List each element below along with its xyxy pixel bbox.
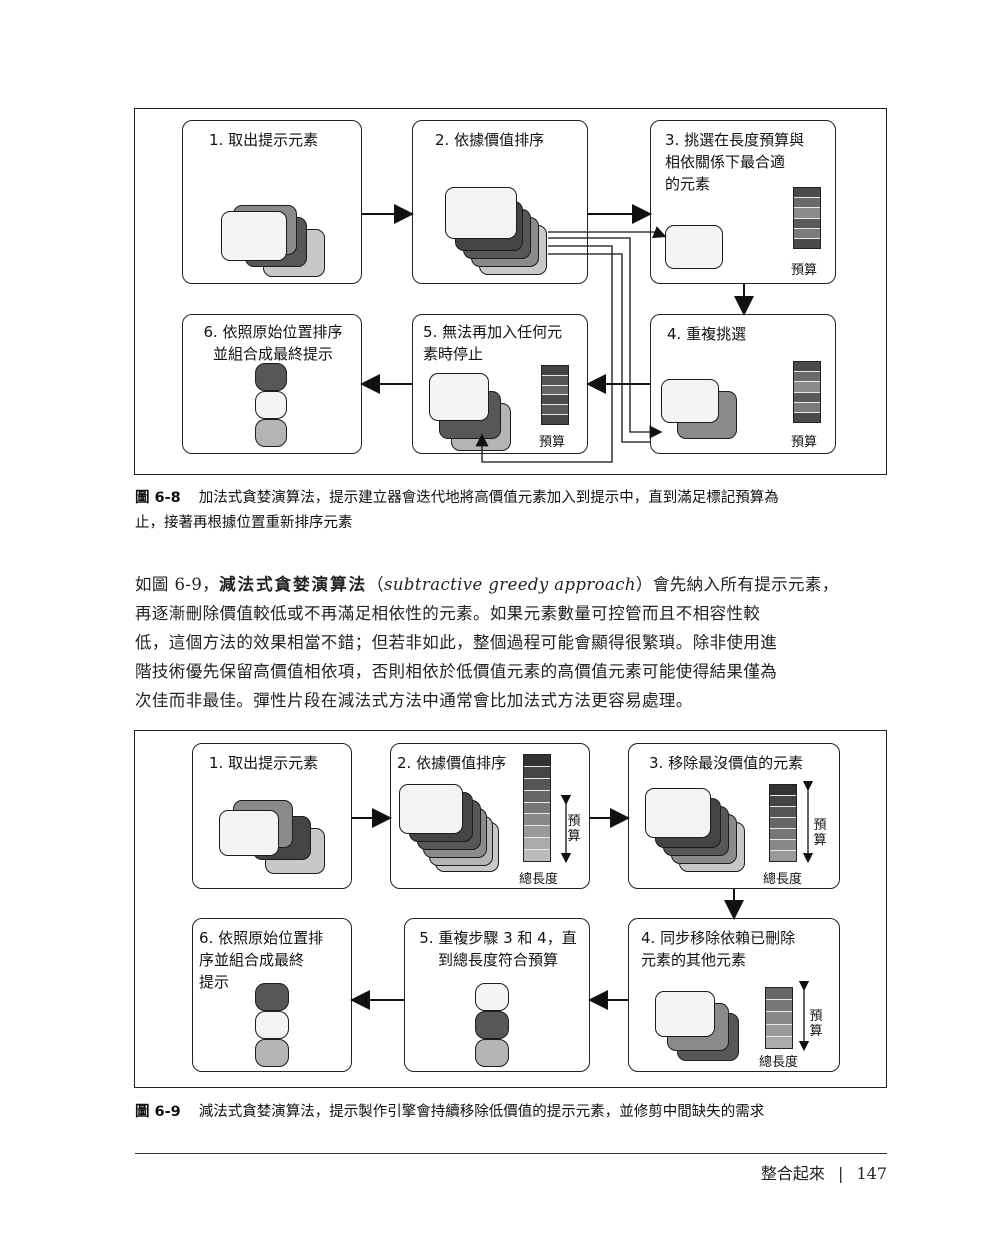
term: 減法式貪婪演算法 bbox=[219, 575, 368, 594]
english-term: subtractive greedy approach bbox=[384, 575, 636, 594]
budget-label: 預算 bbox=[791, 435, 818, 450]
card bbox=[475, 983, 509, 1011]
fig2-step1-title: 1. 取出提示元素 bbox=[209, 754, 319, 772]
fig2-step3-box: 3. 移除最沒價值的元素 預 算 總長度 bbox=[628, 743, 840, 889]
fig1-caption-line2: 止，接著再根據位置重新排序元素 bbox=[135, 515, 353, 531]
card bbox=[429, 373, 489, 421]
card bbox=[399, 784, 463, 834]
card bbox=[475, 1039, 509, 1067]
fig1-step5-title: 5. 無法再加入任何元 素時停止 bbox=[423, 323, 563, 363]
budget-vertical-label: 預 算 bbox=[809, 1009, 823, 1039]
fig1-step2-title: 2. 依據價值排序 bbox=[435, 131, 545, 149]
page-number: 147 bbox=[856, 1164, 887, 1183]
total-length-label: 總長度 bbox=[519, 872, 559, 887]
budget-label: 預算 bbox=[539, 435, 566, 450]
fig1-step1-title: 1. 取出提示元素 bbox=[209, 131, 319, 149]
total-length-bar bbox=[765, 987, 793, 1049]
fig2-step4-title: 4. 同步移除依賴已刪除 元素的其他元素 bbox=[641, 929, 796, 969]
card bbox=[255, 391, 287, 419]
page-footer: 整合起來 | 147 bbox=[761, 1160, 887, 1184]
fig1-step6-title: 6. 依照原始位置排序 並組合成最終提示 bbox=[203, 323, 343, 363]
body-line: 如圖 6-9，減法式貪婪演算法（subtractive greedy appro… bbox=[135, 575, 839, 594]
card bbox=[661, 379, 719, 423]
budget-bar bbox=[541, 365, 569, 425]
card bbox=[445, 187, 517, 239]
fig2-step2-title: 2. 依據價值排序 bbox=[397, 754, 507, 772]
total-length-bar bbox=[523, 754, 551, 862]
card bbox=[255, 1011, 289, 1039]
total-length-label: 總長度 bbox=[763, 872, 803, 887]
fig1-step4-title: 4. 重複挑選 bbox=[667, 325, 747, 343]
footer-rule bbox=[135, 1153, 887, 1154]
card bbox=[221, 211, 287, 261]
body-paragraph: 如圖 6-9，減法式貪婪演算法（subtractive greedy appro… bbox=[135, 570, 887, 715]
card bbox=[645, 788, 711, 838]
fig2-step6-title: 6. 依照原始位置排 序並組合成最終 提示 bbox=[199, 929, 324, 991]
card bbox=[475, 1011, 509, 1039]
fig1-caption: 圖 6-8 加法式貪婪演算法，提示建立器會迭代地將高價值元素加入到提示中，直到滿足… bbox=[135, 486, 779, 510]
budget-label: 預算 bbox=[791, 263, 818, 278]
body-line: 階技術優先保留高價值相依項，否則相依於低價值元素的高價值元素可能使得結果僅為 bbox=[135, 662, 778, 681]
caption-number: 圖 6-8 bbox=[135, 490, 181, 506]
budget-bar bbox=[793, 187, 821, 249]
chapter-title: 整合起來 bbox=[760, 1164, 825, 1183]
caption-text: 加法式貪婪演算法，提示建立器會迭代地將高價值元素加入到提示中，直到滿足標記預算為 bbox=[198, 490, 779, 506]
footer-separator: | bbox=[837, 1164, 844, 1183]
fig1-step1-box: 1. 取出提示元素 bbox=[182, 120, 362, 284]
fig2-step5-box: 5. 重複步驟 3 和 4，直 到總長度符合預算 bbox=[404, 918, 590, 1072]
fig1-step3-box: 3. 挑選在長度預算與 相依關係下最合適 的元素 預算 bbox=[650, 120, 836, 284]
card bbox=[655, 991, 715, 1037]
fig1-step2-box: 2. 依據價值排序 bbox=[412, 120, 588, 284]
fig2-step2-box: 2. 依據價值排序 預 算 總長度 bbox=[390, 743, 590, 889]
caption-text: 減法式貪婪演算法，提示製作引擎會持續移除低價值的提示元素，並修剪中間缺失的需求 bbox=[198, 1104, 765, 1120]
fig1-step5-box: 5. 無法再加入任何元 素時停止 預算 bbox=[412, 314, 588, 454]
fig1-step3-title: 3. 挑選在長度預算與 相依關係下最合適 的元素 bbox=[665, 131, 805, 193]
fig2-step1-box: 1. 取出提示元素 bbox=[192, 743, 352, 889]
card bbox=[255, 363, 287, 391]
body-line: 次佳而非最佳。彈性片段在減法式方法中通常會比加法式方法更容易處理。 bbox=[135, 691, 693, 710]
card bbox=[665, 225, 723, 269]
body-line: 再逐漸刪除價值較低或不再滿足相依性的元素。如果元素數量可控管而且不相容性較 bbox=[135, 604, 761, 623]
fig1-step4-box: 4. 重複挑選 預算 bbox=[650, 314, 836, 454]
total-length-label: 總長度 bbox=[759, 1055, 799, 1070]
body-line: 低，這個方法的效果相當不錯；但若非如此，整個過程可能會顯得很繁瑣。除非使用進 bbox=[135, 633, 778, 652]
fig2-caption: 圖 6-9 減法式貪婪演算法，提示製作引擎會持續移除低價值的提示元素，並修剪中間缺… bbox=[135, 1100, 764, 1124]
budget-vertical-label: 預 算 bbox=[813, 818, 827, 848]
total-length-bar bbox=[769, 784, 797, 862]
caption-number: 圖 6-9 bbox=[135, 1104, 181, 1120]
fig2-step3-title: 3. 移除最沒價值的元素 bbox=[649, 754, 804, 772]
card bbox=[255, 983, 289, 1011]
budget-bar bbox=[793, 361, 821, 423]
fig2-step5-title: 5. 重複步驟 3 和 4，直 到總長度符合預算 bbox=[419, 929, 577, 969]
card bbox=[255, 1039, 289, 1067]
card bbox=[255, 419, 287, 447]
card bbox=[219, 810, 279, 856]
fig1-step6-box: 6. 依照原始位置排序 並組合成最終提示 bbox=[182, 314, 362, 454]
